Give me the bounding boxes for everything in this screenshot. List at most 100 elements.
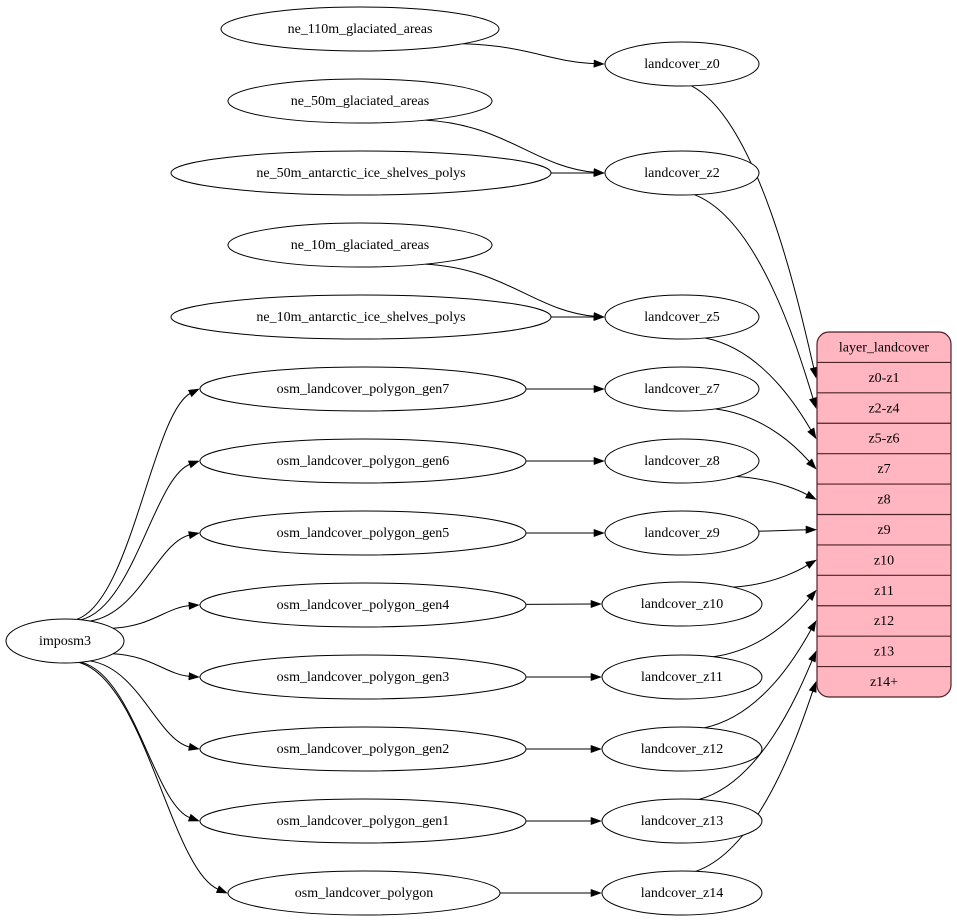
edge-line (704, 628, 812, 729)
edge-line (463, 43, 596, 65)
edge-arrowhead (808, 680, 817, 693)
edge-arrowhead (809, 366, 818, 379)
node-landcover_z5[interactable]: landcover_z5 (604, 294, 760, 340)
node-osm_landcover_polygon[interactable]: osm_landcover_polygon (227, 870, 501, 916)
edge-line (694, 194, 814, 400)
record-header-label: layer_landcover (839, 340, 930, 355)
node-shape (199, 366, 527, 412)
edge-arrowhead (187, 388, 200, 398)
edge-landcover_z8-to-z8 (736, 476, 817, 500)
node-label: landcover_z9 (644, 526, 719, 541)
edge-line (425, 119, 596, 173)
edge-line (691, 85, 815, 369)
edge-arrowhead (590, 744, 602, 754)
edge-line (89, 534, 191, 622)
edge-arrowhead (593, 59, 605, 68)
edge-line (698, 659, 813, 800)
node-landcover_z10[interactable]: landcover_z10 (601, 581, 763, 627)
node-shape (227, 78, 493, 124)
record-row-z14+[interactable]: z14+ (870, 675, 898, 690)
record-row-z10[interactable]: z10 (874, 553, 894, 568)
node-label: landcover_z7 (644, 382, 719, 397)
edge-arrowhead (806, 458, 817, 470)
node-osm_landcover_polygon_gen2[interactable]: osm_landcover_polygon_gen2 (199, 726, 527, 772)
node-shape (5, 618, 125, 664)
node-osm_landcover_polygon_gen5[interactable]: osm_landcover_polygon_gen5 (199, 510, 527, 556)
node-shape (199, 438, 527, 484)
record-row-z0-z1[interactable]: z0-z1 (868, 371, 899, 386)
node-label: osm_landcover_polygon_gen2 (277, 742, 450, 757)
record-row-z8[interactable]: z8 (877, 493, 890, 508)
record-row-z12[interactable]: z12 (874, 614, 894, 629)
edge-arrowhead (593, 168, 605, 178)
edge-arrowhead (187, 460, 200, 469)
edge-landcover_z9-to-z9 (758, 525, 817, 534)
edge-line (713, 597, 811, 658)
edge-line (733, 564, 809, 588)
node-ne_10m_glaciated_areas[interactable]: ne_10m_glaciated_areas (227, 222, 493, 268)
node-shape (227, 222, 493, 268)
edge-arrowhead (590, 816, 602, 826)
record-row-z13[interactable]: z13 (874, 645, 894, 660)
edge-line (758, 529, 808, 532)
node-imposm3[interactable]: imposm3 (5, 618, 125, 664)
node-shape (604, 438, 760, 484)
node-ne_50m_glaciated_areas[interactable]: ne_50m_glaciated_areas (227, 78, 493, 124)
record-row-z5-z6[interactable]: z5-z6 (868, 432, 899, 447)
node-layer: imposm3 ne_110m_glaciated_areas ne_50m_gla… (5, 6, 763, 916)
node-shape (199, 510, 527, 556)
node-shape (604, 366, 760, 412)
edge-landcover_z10-to-z10 (733, 559, 817, 588)
node-shape (601, 870, 763, 916)
node-landcover_z12[interactable]: landcover_z12 (601, 726, 763, 772)
node-osm_landcover_polygon_gen4[interactable]: osm_landcover_polygon_gen4 (199, 582, 527, 628)
node-shape (199, 798, 527, 844)
node-osm_landcover_polygon_gen7[interactable]: osm_landcover_polygon_gen7 (199, 366, 527, 412)
edge-imposm3-to-osm_landcover_polygon_gen4 (112, 601, 200, 629)
node-ne_50m_antarctic_ice_shelves_polys[interactable]: ne_50m_antarctic_ice_shelves_polys (170, 150, 552, 196)
node-osm_landcover_polygon_gen3[interactable]: osm_landcover_polygon_gen3 (199, 654, 527, 700)
record-node-layer_landcover[interactable]: layer_landcover z0-z1 z2-z4 z5-z6 z7 z8 z9 z10 z… (816, 331, 952, 698)
record-row-z7[interactable]: z7 (877, 462, 890, 477)
edge-imposm3-to-osm_landcover_polygon_gen3 (112, 653, 200, 681)
node-osm_landcover_polygon_gen6[interactable]: osm_landcover_polygon_gen6 (199, 438, 527, 484)
node-label: osm_landcover_polygon_gen1 (277, 814, 450, 829)
edge-landcover_z13-to-z13 (698, 650, 817, 800)
node-ne_10m_antarctic_ice_shelves_polys[interactable]: ne_10m_antarctic_ice_shelves_polys (170, 294, 552, 340)
node-shape (604, 41, 760, 87)
record-row-z2-z4[interactable]: z2-z4 (868, 401, 899, 416)
node-landcover_z8[interactable]: landcover_z8 (604, 438, 760, 484)
edge-osm_landcover_polygon_gen3-to-landcover_z11 (526, 672, 602, 682)
edge-line (425, 263, 596, 317)
node-landcover_z0[interactable]: landcover_z0 (604, 41, 760, 87)
record-layer: layer_landcover z0-z1 z2-z4 z5-z6 z7 z8 z9 z10 z… (816, 331, 952, 698)
edge-arrowhead (593, 384, 605, 394)
node-label: osm_landcover_polygon_gen3 (277, 670, 450, 685)
edge-ne_110m_glaciated_areas-to-landcover_z0 (463, 43, 605, 68)
edge-arrowhead (215, 885, 228, 894)
node-landcover_z7[interactable]: landcover_z7 (604, 366, 760, 412)
record-row-z11[interactable]: z11 (874, 584, 894, 599)
node-label: landcover_z11 (641, 670, 723, 685)
node-osm_landcover_polygon_gen1[interactable]: osm_landcover_polygon_gen1 (199, 798, 527, 844)
node-shape (199, 582, 527, 628)
edge-imposm3-to-osm_landcover_polygon_gen6 (80, 460, 200, 621)
edge-arrowhead (590, 672, 602, 682)
node-landcover_z9[interactable]: landcover_z9 (604, 510, 760, 556)
node-ne_110m_glaciated_areas[interactable]: ne_110m_glaciated_areas (220, 6, 500, 52)
edge-arrowhead (187, 813, 200, 822)
node-landcover_z11[interactable]: landcover_z11 (601, 654, 763, 700)
edge-landcover_z11-to-z11 (713, 589, 817, 658)
node-label: landcover_z5 (644, 310, 719, 325)
edge-line (76, 392, 192, 620)
node-shape (604, 510, 760, 556)
node-landcover_z2[interactable]: landcover_z2 (604, 150, 760, 196)
node-shape (604, 294, 760, 340)
edge-arrowhead (807, 427, 817, 440)
record-row-z9[interactable]: z9 (877, 523, 890, 538)
node-label: landcover_z2 (644, 166, 719, 181)
node-label: landcover_z10 (641, 597, 723, 612)
edge-arrowhead (805, 490, 817, 500)
node-landcover_z14[interactable]: landcover_z14 (601, 870, 763, 916)
node-landcover_z13[interactable]: landcover_z13 (601, 798, 763, 844)
